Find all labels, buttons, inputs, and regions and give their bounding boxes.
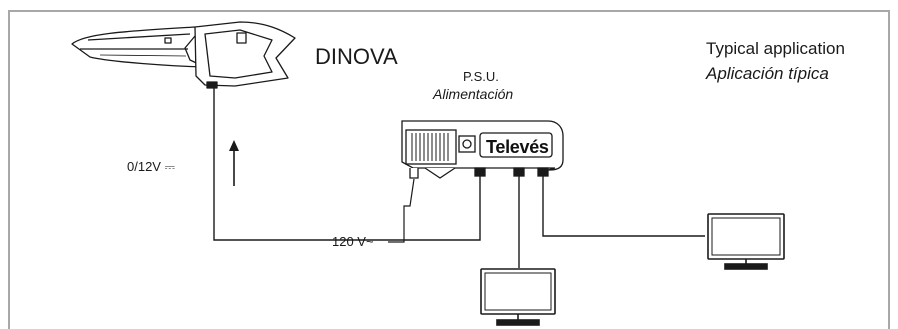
mains-lead [388, 178, 415, 243]
psu-spanish-label: Alimentación [433, 86, 514, 102]
brand-logo: Televés [486, 137, 549, 157]
typical-application-spanish-label: Aplicación típica [706, 64, 829, 83]
power-supply-unit-icon [401, 120, 564, 179]
psu-label: P.S.U. [463, 69, 499, 84]
device-name-label: DINOVA [315, 44, 398, 69]
diagram-frame [8, 10, 890, 329]
typical-application-label: Typical application [706, 39, 845, 58]
control-voltage-label: 0/12V ⎓ [127, 159, 175, 174]
control-signal-arrow-icon [229, 140, 239, 186]
television-icon [480, 268, 556, 326]
dinova-antenna-icon [71, 21, 296, 89]
tv2-cable [542, 176, 705, 237]
antenna-cable [213, 88, 481, 241]
mains-voltage-label: 120 V~ [332, 234, 374, 249]
television-icon [707, 213, 785, 270]
